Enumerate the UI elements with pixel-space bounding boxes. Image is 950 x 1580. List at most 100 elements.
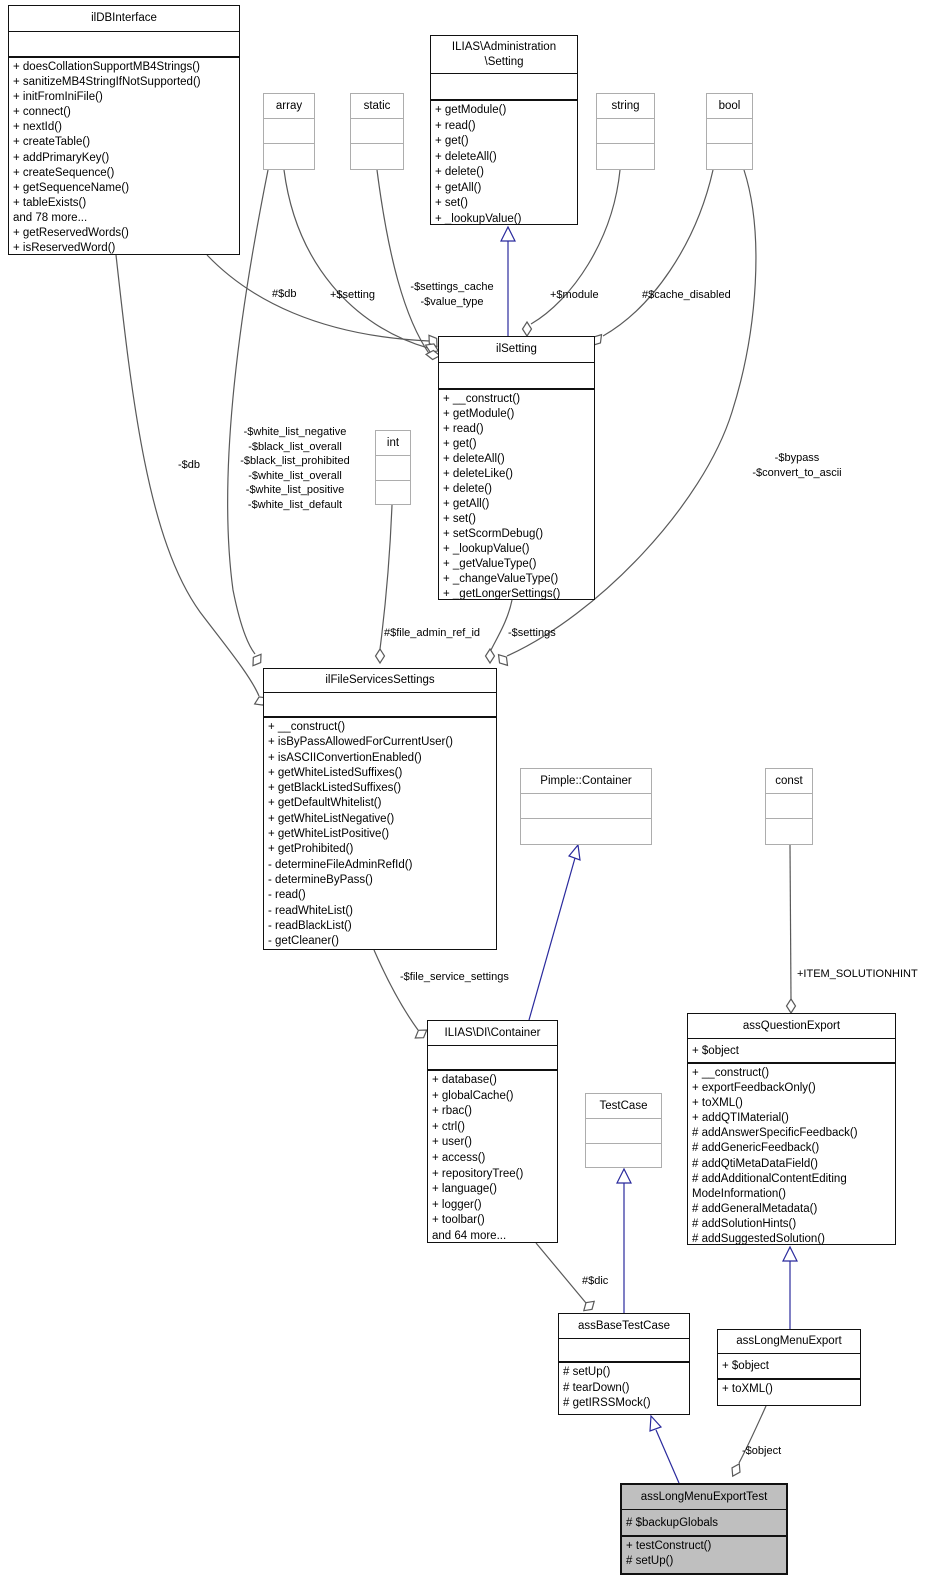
- member-line: + connect(): [13, 106, 71, 119]
- class-box-bool[interactable]: bool: [706, 93, 753, 170]
- diamond-ilsetting-module: [521, 320, 533, 338]
- class-methods: + toXML(): [718, 1380, 860, 1399]
- class-box-int[interactable]: int: [375, 430, 411, 505]
- member-line: + delete(): [443, 483, 492, 495]
- member-line: + read(): [435, 119, 476, 132]
- class-box-ildbinterface[interactable]: ilDBInterface + doesCollationSupportMB4S…: [8, 5, 240, 255]
- class-methods: [264, 144, 314, 169]
- class-box-asslongmenuexporttest[interactable]: assLongMenuExportTest # $backupGlobals +…: [620, 1483, 788, 1575]
- arrowhead-pimple: [567, 843, 581, 861]
- class-attrs: [766, 794, 812, 819]
- member-line: - readBlackList(): [268, 919, 352, 932]
- member-line: -$white_list_overall: [248, 469, 342, 482]
- class-attrs: [597, 119, 654, 144]
- class-box-array[interactable]: array: [263, 93, 315, 170]
- member-line: ModeInformation(): [692, 1187, 786, 1200]
- class-title: assLongMenuExportTest: [622, 1485, 786, 1510]
- class-box-assbasetestcase[interactable]: assBaseTestCase # setUp()# tearDown()# g…: [558, 1313, 690, 1415]
- class-title: static: [351, 94, 403, 119]
- edge-label-cache-disabled: #$cache_disabled: [642, 289, 731, 301]
- class-box-ilfileservicessettings[interactable]: ilFileServicesSettings + __construct()+ …: [263, 668, 497, 950]
- member-line: - getCleaner(): [268, 935, 339, 948]
- class-title: ILIAS\Administration \Setting: [431, 36, 577, 74]
- member-line: + getWhiteListedSuffixes(): [268, 766, 403, 779]
- class-title: int: [376, 431, 410, 456]
- edge-label-dic: #$dic: [582, 1275, 609, 1287]
- member-line: + getSequenceName(): [13, 181, 130, 194]
- member-line: - readWhiteList(): [268, 904, 353, 917]
- member-line: + _changeValueType(): [443, 573, 559, 585]
- member-line: - determineFileAdminRefId(): [268, 858, 413, 871]
- edge-label-file-service-settings: -$file_service_settings: [400, 971, 509, 983]
- member-line: # addAdditionalContentEditing: [692, 1172, 847, 1185]
- class-box-ilsetting[interactable]: ilSetting + __construct()+ getModule()+ …: [438, 336, 595, 600]
- arrowhead-testcase: [616, 1167, 632, 1184]
- member-line: -$white_list_negative: [243, 426, 347, 438]
- edge-label-setting: +$setting: [330, 289, 375, 301]
- class-box-const[interactable]: const: [765, 768, 813, 845]
- arrowhead-assbasetestcase: [649, 1414, 663, 1432]
- edge-label-db-setting: #$db: [272, 288, 297, 300]
- diamond-filesvc-whitelist: [252, 653, 262, 667]
- member-line: + getAll(): [435, 181, 482, 194]
- edge-dicontainer-extends-pimple: [528, 857, 576, 1021]
- class-methods: # setUp()# tearDown()# getIRSSMock(): [559, 1363, 689, 1414]
- edge-const-to-assquestionexport: [789, 844, 792, 1000]
- member-line: -$white_list_positive: [245, 484, 345, 496]
- member-line: + nextId(): [13, 121, 62, 134]
- class-methods: + database()+ globalCache()+ rbac()+ ctr…: [428, 1071, 557, 1242]
- class-title: Pimple::Container: [521, 769, 651, 794]
- class-methods: + __construct()+ isByPassAllowedForCurre…: [264, 718, 496, 949]
- edge-array-to-filesvc: [227, 169, 269, 655]
- class-box-admin-setting[interactable]: ILIAS\Administration \Setting + getModul…: [430, 35, 578, 225]
- class-box-pimple-container[interactable]: Pimple::Container: [520, 768, 652, 845]
- class-title: assLongMenuExport: [718, 1330, 860, 1354]
- member-line: + language(): [432, 1183, 497, 1196]
- member-line: + __construct(): [692, 1067, 770, 1079]
- member-line: + set(): [443, 513, 476, 525]
- member-line: # setUp(): [626, 1555, 674, 1568]
- class-methods: [586, 1144, 661, 1167]
- class-box-string[interactable]: string: [596, 93, 655, 170]
- class-title: ilDBInterface: [9, 6, 239, 32]
- class-attrs: [9, 32, 239, 58]
- class-box-di-container[interactable]: ILIAS\DI\Container + database()+ globalC…: [427, 1020, 558, 1243]
- edge-string-to-ilsetting: [530, 169, 621, 325]
- member-line: # $backupGlobals: [626, 1516, 719, 1529]
- class-title: ilFileServicesSettings: [264, 669, 496, 693]
- class-title: assBaseTestCase: [559, 1314, 689, 1339]
- diamond-filesvc-bypass: [497, 653, 509, 667]
- member-line: + initFromIniFile(): [13, 91, 103, 104]
- member-line: + createSequence(): [13, 166, 115, 179]
- class-methods: [376, 481, 410, 504]
- diamond-filesvc-settings: [484, 647, 496, 665]
- arrowhead-setting: [500, 225, 516, 242]
- member-line: # addSuggestedSolution(): [692, 1233, 825, 1245]
- class-methods: [597, 144, 654, 169]
- class-attrs: + $object: [718, 1354, 860, 1380]
- edge-test-extends-assbasetestcase: [655, 1429, 680, 1484]
- member-line: - determineByPass(): [268, 873, 373, 886]
- member-line: -$settings_cache: [410, 281, 494, 293]
- member-line: + doesCollationSupportMB4Strings(): [13, 61, 200, 73]
- arrowhead-assquestionexport: [782, 1245, 798, 1262]
- member-line: + $object: [722, 1360, 769, 1372]
- member-line: - read(): [268, 889, 306, 902]
- class-title: assQuestionExport: [688, 1014, 895, 1039]
- class-box-asslongmenuexport[interactable]: assLongMenuExport + $object + toXML(): [717, 1329, 861, 1406]
- class-title: ilSetting: [439, 337, 594, 363]
- member-line: + isASCIIConvertionEnabled(): [268, 751, 422, 764]
- class-box-static[interactable]: static: [350, 93, 404, 170]
- member-line: + tableExists(): [13, 196, 87, 209]
- edge-label-white-lists: -$white_list_negative-$black_list_overal…: [228, 425, 362, 512]
- edge-label-settings-cache: -$settings_cache-$value_type: [399, 280, 505, 309]
- class-box-testcase[interactable]: TestCase: [585, 1093, 662, 1168]
- member-line: # getIRSSMock(): [563, 1397, 651, 1409]
- class-attrs: [559, 1339, 689, 1363]
- member-line: + get(): [435, 135, 469, 147]
- member-line: + ctrl(): [432, 1120, 465, 1133]
- class-title: bool: [707, 94, 752, 119]
- diamond-assquestionexport: [785, 997, 797, 1015]
- member-line: + getDefaultWhitelist(): [268, 797, 382, 810]
- class-box-assquestionexport[interactable]: assQuestionExport + $object + __construc…: [687, 1013, 896, 1245]
